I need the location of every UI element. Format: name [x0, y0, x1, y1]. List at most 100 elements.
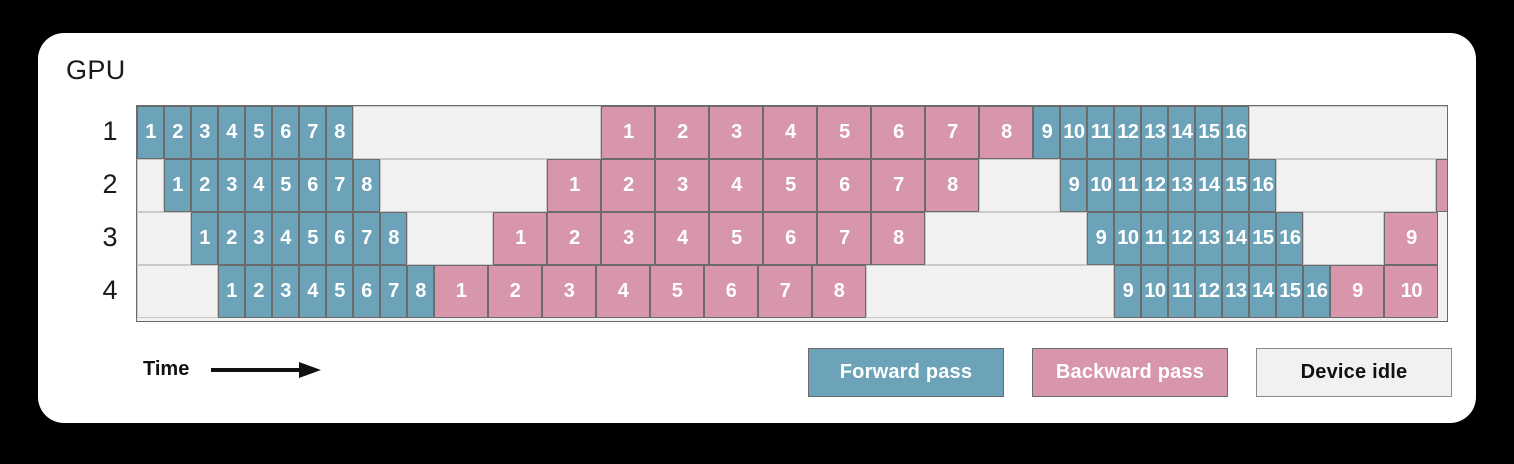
forward-microbatch-2: 2 [191, 159, 218, 212]
forward-microbatch-6: 6 [299, 159, 326, 212]
arrow-right-icon [211, 361, 322, 378]
forward-microbatch-5: 5 [245, 106, 272, 159]
gpu-row-label-2: 2 [102, 169, 118, 199]
backward-microbatch-5: 5 [650, 265, 704, 318]
backward-microbatch-2: 2 [547, 212, 602, 265]
forward-microbatch-4: 4 [245, 159, 272, 212]
forward-microbatch-6: 6 [272, 106, 299, 159]
forward-microbatch-14: 14 [1195, 159, 1223, 212]
idle-block [1303, 212, 1385, 265]
backward-microbatch-5: 5 [709, 212, 764, 265]
forward-microbatch-15: 15 [1249, 212, 1277, 265]
backward-microbatch-4: 4 [596, 265, 650, 318]
forward-microbatch-1: 1 [191, 212, 218, 265]
forward-microbatch-13: 13 [1195, 212, 1223, 265]
idle-block [1276, 159, 1436, 212]
backward-microbatch-2: 2 [655, 106, 710, 159]
forward-microbatch-12: 12 [1114, 106, 1142, 159]
forward-microbatch-4: 4 [299, 265, 326, 318]
forward-microbatch-2: 2 [218, 212, 245, 265]
forward-microbatch-5: 5 [326, 265, 353, 318]
backward-microbatch-1: 1 [547, 159, 602, 212]
backward-microbatch-9: 9 [1384, 212, 1439, 265]
forward-microbatch-11: 11 [1087, 106, 1115, 159]
backward-microbatch-6: 6 [817, 159, 872, 212]
idle-block [137, 159, 164, 212]
forward-microbatch-7: 7 [326, 159, 353, 212]
forward-microbatch-3: 3 [218, 159, 245, 212]
forward-microbatch-2: 2 [245, 265, 272, 318]
backward-microbatch-3: 3 [542, 265, 596, 318]
forward-microbatch-14: 14 [1222, 212, 1250, 265]
forward-microbatch-15: 15 [1276, 265, 1304, 318]
forward-microbatch-4: 4 [218, 106, 245, 159]
backward-microbatch-4: 4 [763, 106, 818, 159]
forward-microbatch-5: 5 [272, 159, 299, 212]
backward-microbatch-8: 8 [925, 159, 980, 212]
backward-microbatch-3: 3 [655, 159, 710, 212]
idle-block [866, 265, 1115, 318]
idle-block [353, 106, 602, 159]
forward-microbatch-2: 2 [164, 106, 191, 159]
forward-microbatch-14: 14 [1249, 265, 1277, 318]
idle-block [380, 159, 548, 212]
backward-microbatch-7: 7 [758, 265, 812, 318]
forward-microbatch-10: 10 [1114, 212, 1142, 265]
forward-microbatch-13: 13 [1141, 106, 1169, 159]
forward-microbatch-14: 14 [1168, 106, 1196, 159]
idle-block [137, 212, 191, 265]
backward-microbatch-6: 6 [871, 106, 926, 159]
backward-microbatch-8: 8 [979, 106, 1034, 159]
backward-microbatch-6: 6 [704, 265, 758, 318]
forward-microbatch-16: 16 [1222, 106, 1250, 159]
forward-microbatch-7: 7 [299, 106, 326, 159]
forward-microbatch-10: 10 [1060, 106, 1088, 159]
backward-microbatch-1: 1 [434, 265, 488, 318]
backward-microbatch-2: 2 [488, 265, 542, 318]
idle-block [407, 212, 494, 265]
idle-block [137, 265, 218, 318]
backward-microbatch-3: 3 [601, 212, 656, 265]
forward-microbatch-9: 9 [1114, 265, 1142, 318]
gpu-row-label-1: 1 [102, 116, 118, 146]
backward-microbatch-partial [1435, 159, 1447, 212]
forward-microbatch-15: 15 [1222, 159, 1250, 212]
forward-microbatch-10: 10 [1087, 159, 1115, 212]
forward-microbatch-8: 8 [326, 106, 353, 159]
forward-microbatch-11: 11 [1141, 212, 1169, 265]
gpu-row-label-3: 3 [102, 222, 118, 252]
backward-microbatch-8: 8 [812, 265, 866, 318]
backward-microbatch-2: 2 [601, 159, 656, 212]
forward-microbatch-9: 9 [1087, 212, 1115, 265]
forward-microbatch-11: 11 [1168, 265, 1196, 318]
forward-microbatch-7: 7 [353, 212, 380, 265]
forward-microbatch-16: 16 [1303, 265, 1331, 318]
backward-microbatch-4: 4 [709, 159, 764, 212]
backward-microbatch-7: 7 [871, 159, 926, 212]
forward-microbatch-9: 9 [1033, 106, 1061, 159]
forward-microbatch-6: 6 [353, 265, 380, 318]
forward-microbatch-3: 3 [272, 265, 299, 318]
time-axis-legend: Time [143, 358, 322, 381]
forward-microbatch-11: 11 [1114, 159, 1142, 212]
forward-microbatch-12: 12 [1141, 159, 1169, 212]
forward-microbatch-15: 15 [1195, 106, 1223, 159]
forward-microbatch-8: 8 [407, 265, 434, 318]
backward-microbatch-6: 6 [763, 212, 818, 265]
forward-microbatch-12: 12 [1195, 265, 1223, 318]
forward-microbatch-4: 4 [272, 212, 299, 265]
page-title: GPU [66, 55, 126, 85]
backward-microbatch-9: 9 [1330, 265, 1385, 318]
forward-microbatch-8: 8 [380, 212, 407, 265]
backward-microbatch-5: 5 [817, 106, 872, 159]
forward-microbatch-16: 16 [1276, 212, 1304, 265]
forward-microbatch-16: 16 [1249, 159, 1277, 212]
forward-microbatch-6: 6 [326, 212, 353, 265]
legend-item-backward: Backward pass [1032, 348, 1228, 397]
